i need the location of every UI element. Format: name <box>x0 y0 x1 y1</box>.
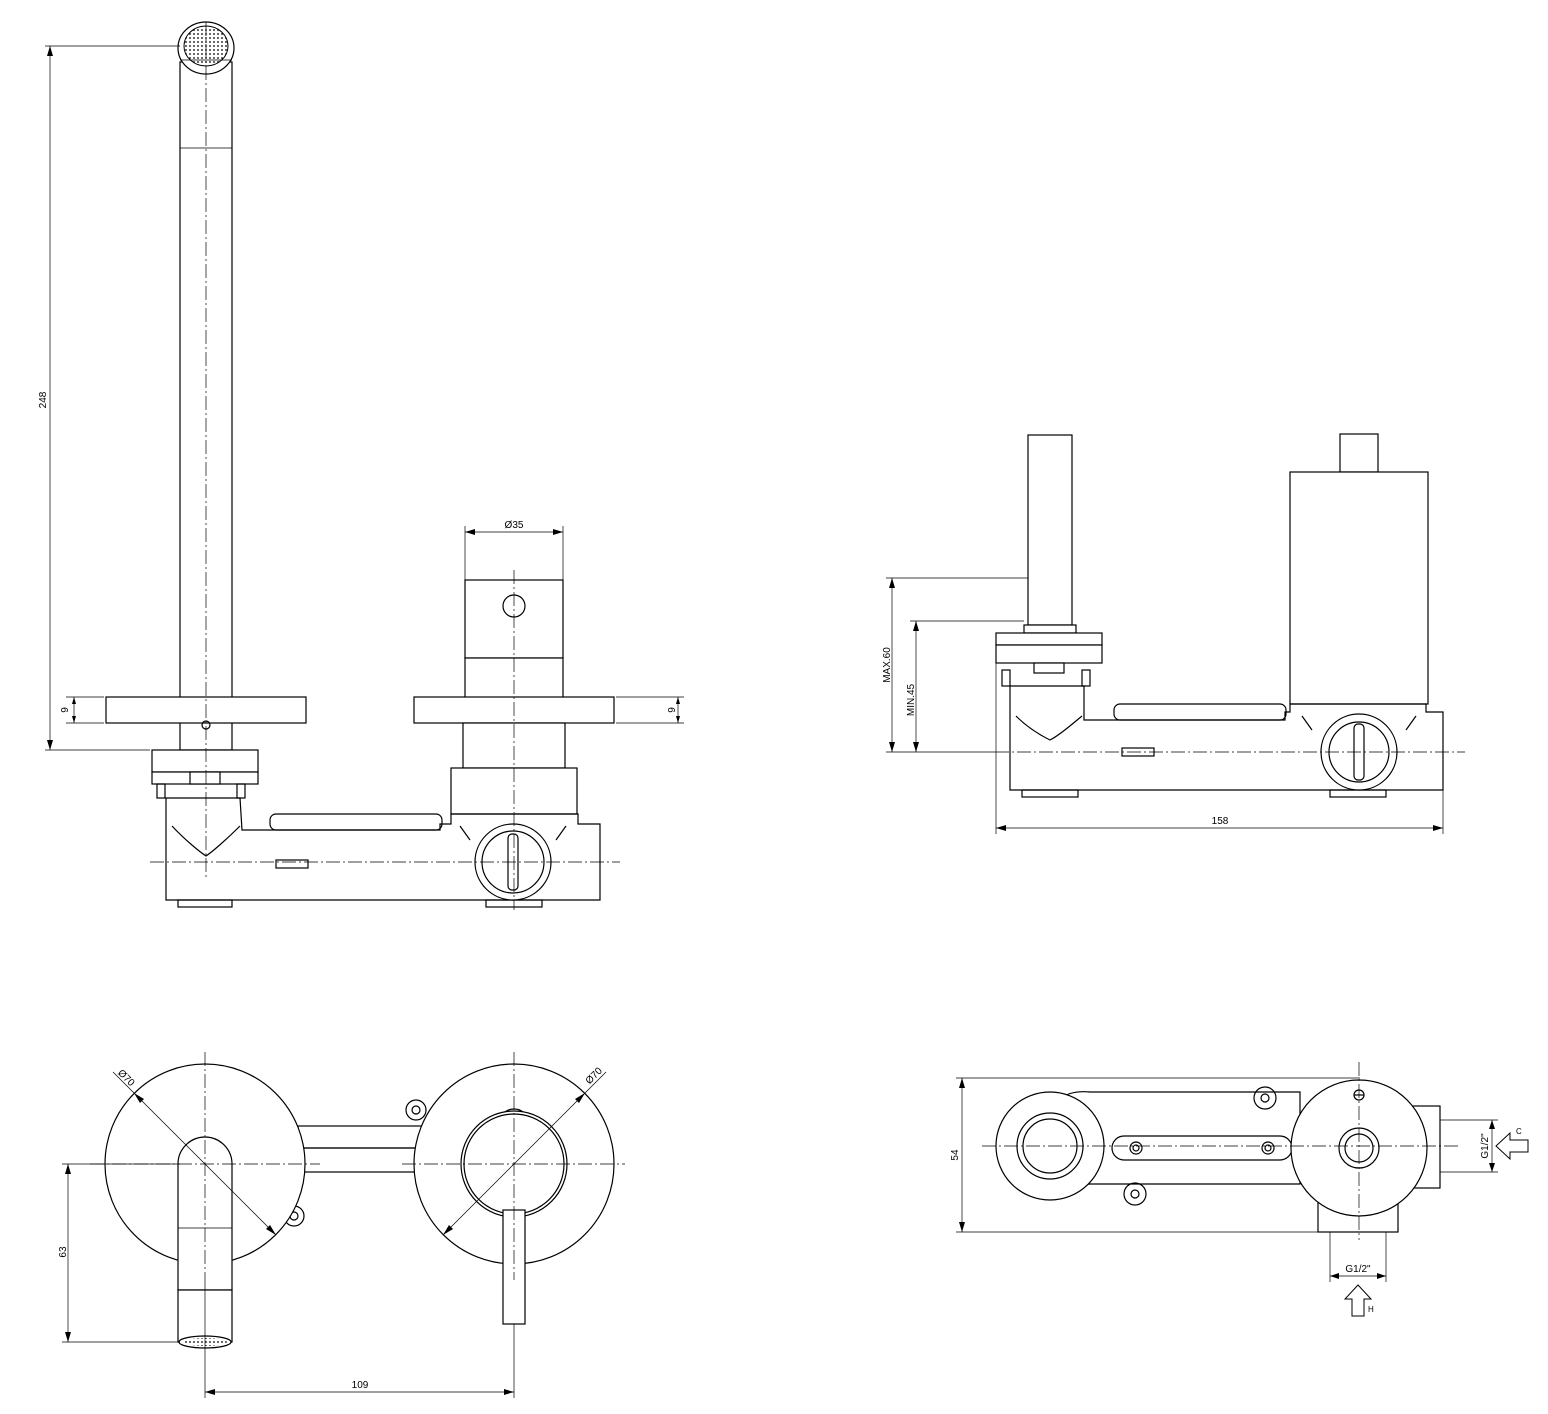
front-elevation-view: 248 9 9 Ø35 <box>38 21 684 910</box>
side-elevation-view: MAX.60 MIN.45 158 <box>882 433 1465 834</box>
dim-9-right-label: 9 <box>667 707 678 713</box>
dim-max-60-label: MAX.60 <box>882 647 893 683</box>
side-handle-box <box>1289 471 1429 705</box>
front-view: Ø70 Ø70 63 109 <box>58 1052 625 1398</box>
dim-158-label: 158 <box>1212 816 1229 827</box>
cold-inlet-arrow-icon <box>1495 1131 1529 1161</box>
dim-diameter-70-right-label: Ø70 <box>584 1065 605 1086</box>
dim-9-left-label: 9 <box>60 707 71 713</box>
dim-diameter-70-left-label: Ø70 <box>115 1068 136 1089</box>
thread-bottom-label: G1/2" <box>1345 1264 1371 1275</box>
dim-63-label: 63 <box>58 1246 69 1258</box>
cold-inlet-label: C <box>1516 1127 1522 1136</box>
rear-body-view: 54 G1/2" G1/2" C H <box>950 1062 1529 1317</box>
dim-54-label: 54 <box>950 1149 961 1161</box>
valve-body <box>165 797 601 901</box>
dim-min-45-label: MIN.45 <box>906 683 917 716</box>
thread-side-label: G1/2" <box>1480 1133 1491 1159</box>
dim-248-label: 248 <box>38 391 49 408</box>
hot-inlet-arrow-icon <box>1343 1284 1373 1317</box>
dim-diameter-35-label: Ø35 <box>505 520 524 531</box>
dim-109-label: 109 <box>352 1380 369 1391</box>
hot-inlet-label: H <box>1368 1305 1374 1314</box>
